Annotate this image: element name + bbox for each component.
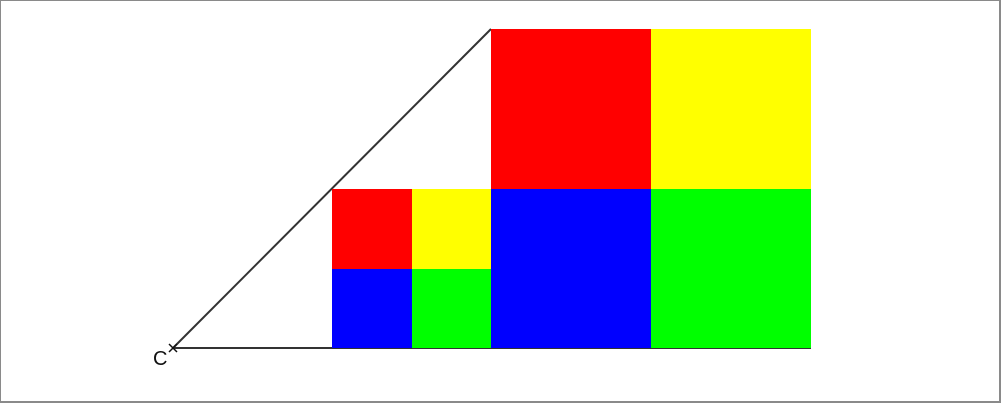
small-green-quadrant [412,269,492,348]
large-yellow-quadrant [651,29,811,189]
small-yellow-quadrant [412,189,492,269]
dilation-ray [172,28,492,349]
large-green-quadrant [651,189,811,348]
small-square [332,189,492,348]
small-red-quadrant [332,189,412,269]
small-blue-quadrant [332,269,412,348]
center-label: C [153,348,167,370]
large-square [491,29,811,348]
large-blue-quadrant [491,189,651,348]
large-red-quadrant [491,29,651,189]
center-point: C [153,343,178,370]
